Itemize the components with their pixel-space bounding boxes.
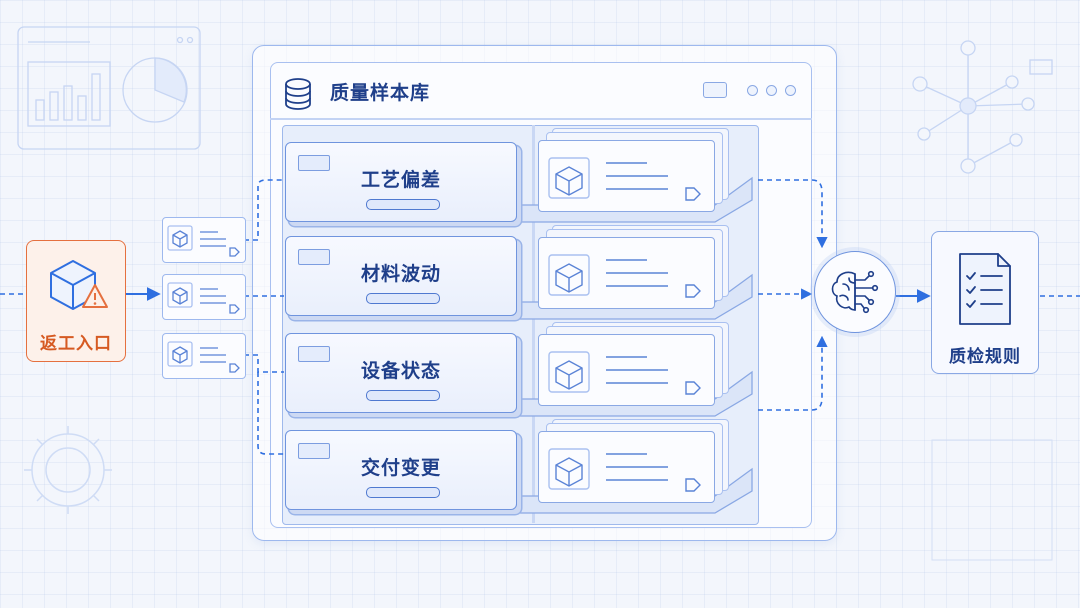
- pie-chart-icon: [122, 57, 188, 123]
- window-dot-button[interactable]: [747, 85, 758, 96]
- cube-icon: [548, 157, 590, 199]
- dot-grid-decoration: [931, 439, 1053, 561]
- drawer-handle[interactable]: [366, 487, 440, 498]
- drawer-label: 交付变更: [360, 457, 441, 479]
- drawer-label-slot: [298, 155, 330, 171]
- window-control-button[interactable]: [703, 82, 727, 98]
- warning-icon: [82, 284, 108, 308]
- drawer-label-slot: [298, 346, 330, 362]
- ai-analysis-node[interactable]: [814, 251, 896, 333]
- brain-circuit-icon: [831, 270, 879, 314]
- cube-icon: [167, 225, 193, 251]
- cabinet-divider: [532, 125, 535, 523]
- drawer-label: 材料波动: [360, 263, 441, 285]
- page-title: 质量样本库: [330, 82, 431, 104]
- drawer-equipment-status[interactable]: 设备状态: [285, 333, 517, 413]
- titlebar-divider: [270, 118, 812, 120]
- window-dot-button[interactable]: [785, 85, 796, 96]
- drawer-label-slot: [298, 249, 330, 265]
- drawer-handle[interactable]: [366, 293, 440, 304]
- drawer-label: 工艺偏差: [360, 169, 441, 191]
- tag-icon: [685, 187, 701, 201]
- drawer-process-deviation[interactable]: 工艺偏差: [285, 142, 517, 222]
- sample-mini-card[interactable]: [162, 274, 246, 320]
- gear-icon: [24, 426, 112, 514]
- drawer-handle[interactable]: [366, 199, 440, 210]
- rework-entry-node[interactable]: 返工入口: [26, 240, 126, 362]
- checklist-icon: [959, 253, 1011, 325]
- drawer-material-fluctuation[interactable]: 材料波动: [285, 236, 517, 316]
- qc-rules-label: 质检规则: [949, 347, 1021, 367]
- rework-entry-label: 返工入口: [40, 334, 112, 354]
- sample-mini-card[interactable]: [162, 217, 246, 263]
- network-icon: [912, 40, 1053, 174]
- tag-icon: [229, 247, 240, 257]
- qc-rules-node[interactable]: 质检规则: [931, 231, 1039, 374]
- window-dot-button[interactable]: [766, 85, 777, 96]
- drawer-label-slot: [298, 443, 330, 459]
- drawer-label: 设备状态: [360, 360, 441, 382]
- bar-chart-icon: [17, 26, 201, 150]
- sample-mini-card[interactable]: [162, 333, 246, 379]
- cube-warning-icon: [50, 260, 108, 310]
- drawer-handle[interactable]: [366, 390, 440, 401]
- drawer-delivery-change[interactable]: 交付变更: [285, 430, 517, 510]
